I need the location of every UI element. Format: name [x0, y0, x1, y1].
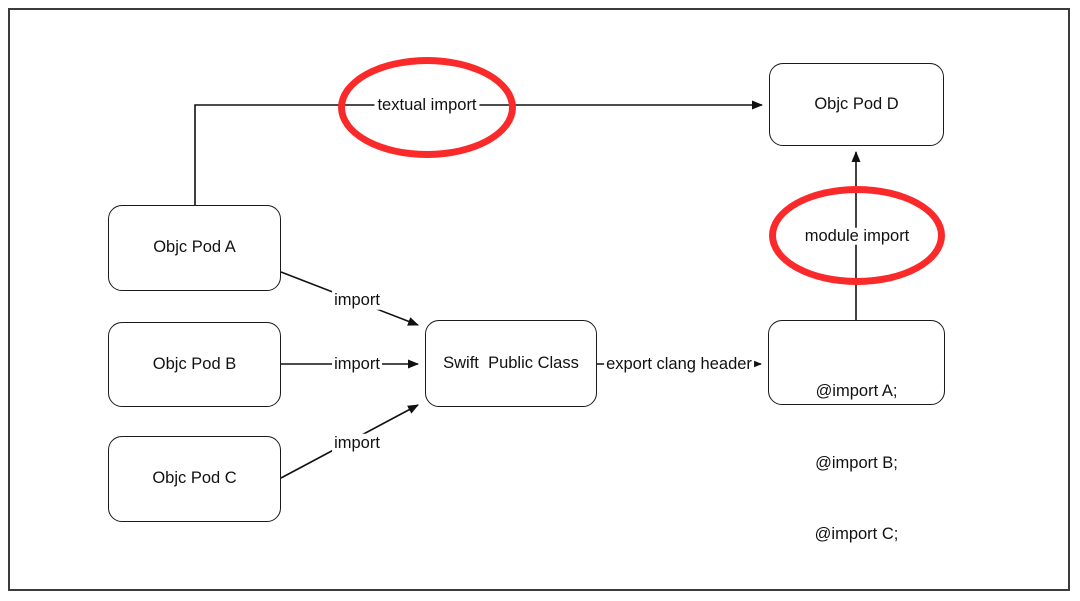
annotation-ellipse-textual-import — [338, 57, 516, 158]
node-import-block[interactable]: @import A; @import B; @import C; — [768, 320, 945, 543]
edge-label-swift-to-import: export clang header — [604, 354, 754, 374]
node-objc-pod-c[interactable]: Objc Pod C — [108, 436, 281, 522]
import-line-a: @import A; — [815, 381, 898, 400]
node-label: Objc Pod B — [152, 354, 237, 373]
edge-label-b-to-swift: import — [332, 354, 382, 374]
import-line-b: @import B; — [815, 453, 898, 472]
annotation-ellipse-module-import — [769, 186, 945, 285]
node-objc-pod-b[interactable]: Objc Pod B — [108, 322, 281, 407]
edge-label-a-to-swift: import — [332, 290, 382, 310]
node-swift-public-class[interactable]: Swift Public Class — [425, 320, 597, 407]
edge-label-c-to-swift: import — [332, 433, 382, 453]
node-label: Objc Pod D — [814, 94, 899, 113]
node-label: Objc Pod A — [153, 238, 236, 257]
node-objc-pod-a[interactable]: Objc Pod A — [108, 205, 281, 291]
node-label: Swift Public Class — [443, 353, 579, 372]
annotation-label-textual-import: textual import — [374, 97, 480, 114]
annotation-label-module-import: module import — [801, 228, 913, 245]
node-objc-pod-d[interactable]: Objc Pod D — [769, 63, 944, 146]
node-label: Objc Pod C — [152, 469, 237, 488]
edge-path-a-to-d — [194, 100, 763, 205]
import-line-c: @import C; — [814, 525, 899, 544]
